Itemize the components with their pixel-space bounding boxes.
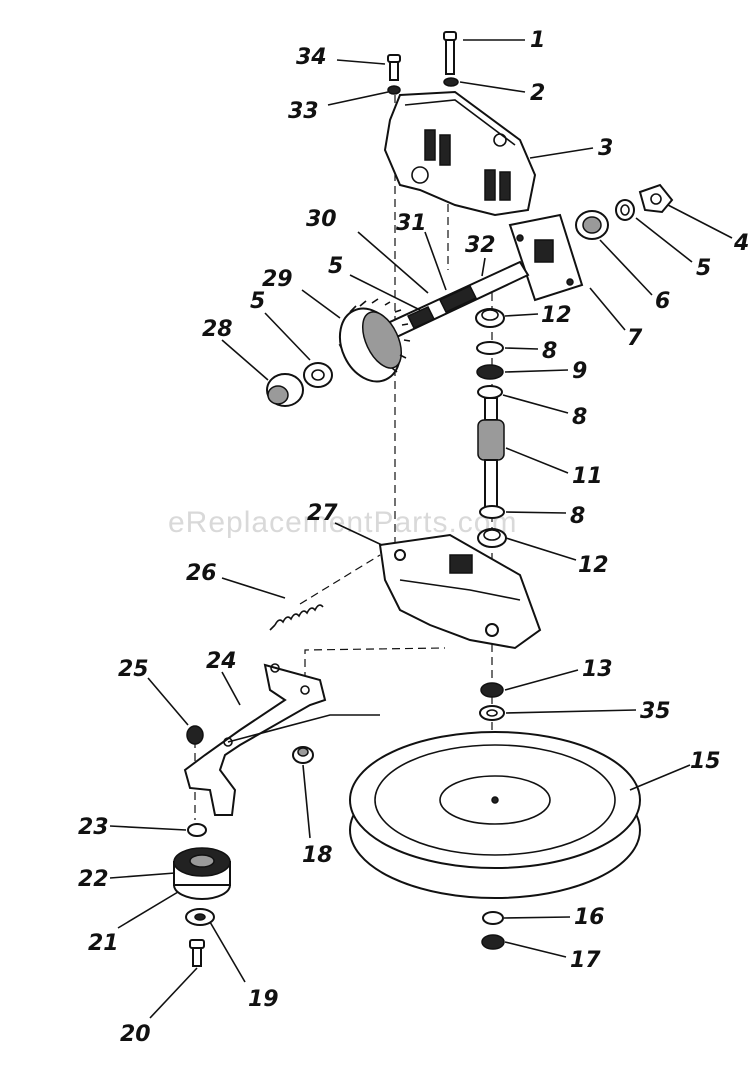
part-spring-26 [269, 604, 324, 631]
callout-16: 16 [574, 905, 605, 930]
part-bearing-6 [575, 210, 609, 240]
part-nut-25 [186, 725, 204, 745]
callout-15: 15 [690, 749, 721, 774]
part-washer-8-a [476, 341, 504, 355]
callout-1: 1 [530, 28, 545, 53]
callout-9: 9 [572, 359, 587, 384]
callout-32: 32 [465, 233, 496, 258]
callout-labels: 1 2 3 4 5 6 7 34 33 30 31 32 29 5 5 28 1… [78, 28, 749, 1047]
part-bushing-12-bottom [477, 528, 507, 548]
assembly-lines [194, 95, 493, 820]
callout-7: 7 [627, 326, 643, 351]
part-washer-8-c [479, 505, 505, 519]
part-upper-housing-3 [383, 90, 537, 217]
callout-25: 25 [118, 657, 149, 682]
part-washer-2 [443, 77, 459, 87]
part-washer-8-b [477, 385, 503, 399]
callout-13: 13 [582, 657, 613, 682]
callout-21: 21 [88, 931, 119, 956]
callout-5-top: 5 [328, 254, 343, 279]
callout-34: 34 [296, 45, 327, 70]
part-worm-gear-11 [477, 397, 505, 511]
part-idler-pulley-22 [173, 847, 231, 900]
part-washer-35 [479, 705, 505, 721]
callout-12-bottom: 12 [578, 553, 609, 578]
callout-6: 6 [655, 289, 670, 314]
part-washer-23 [187, 823, 207, 837]
part-washer-33 [387, 85, 401, 95]
callout-8-b: 8 [572, 405, 587, 430]
callout-11: 11 [572, 464, 603, 489]
callout-19: 19 [248, 987, 279, 1012]
callout-26: 26 [186, 561, 217, 586]
part-gear-29 [338, 298, 411, 383]
callout-2: 2 [530, 81, 545, 106]
part-lower-housing-27 [378, 533, 542, 650]
callout-17: 17 [570, 948, 601, 973]
callout-27: 27 [307, 501, 338, 526]
part-bolt-34 [387, 54, 401, 81]
part-bearing-9 [476, 364, 504, 380]
part-pulley-15 [349, 731, 641, 899]
part-bushing-12-top [475, 308, 505, 328]
callout-22: 22 [78, 867, 109, 892]
callout-20: 20 [120, 1022, 151, 1047]
callout-3: 3 [598, 136, 613, 161]
callout-5-right: 5 [696, 256, 711, 281]
part-nut-4 [638, 183, 674, 214]
callout-29: 29 [262, 267, 293, 292]
callout-33: 33 [288, 99, 319, 124]
callout-24: 24 [206, 649, 237, 674]
part-washer-13 [480, 682, 504, 698]
part-bolt-1 [443, 31, 457, 75]
callout-12-top: 12 [541, 303, 572, 328]
part-bolt-20 [189, 939, 205, 967]
callout-28: 28 [202, 317, 233, 342]
leader-lines [109, 39, 733, 1019]
part-idler-arm-24 [183, 663, 380, 816]
part-washer-16 [482, 911, 504, 925]
part-plate-7 [508, 213, 584, 302]
callout-23: 23 [78, 815, 109, 840]
callout-5-left: 5 [250, 289, 265, 314]
callout-31: 31 [396, 211, 427, 236]
callout-8-c: 8 [570, 504, 585, 529]
watermark: eReplacementParts.com [168, 506, 517, 539]
part-washer-5-left [303, 362, 333, 388]
callout-8-a: 8 [542, 339, 557, 364]
part-nut-17 [481, 934, 505, 950]
callout-30: 30 [306, 207, 337, 232]
part-bearing-28 [266, 373, 304, 407]
callout-4: 4 [733, 231, 749, 256]
part-nut-18 [292, 746, 314, 764]
part-washer-5-right [615, 199, 635, 221]
callout-35: 35 [640, 699, 671, 724]
part-washer-19 [185, 908, 215, 926]
callout-18: 18 [302, 843, 333, 868]
